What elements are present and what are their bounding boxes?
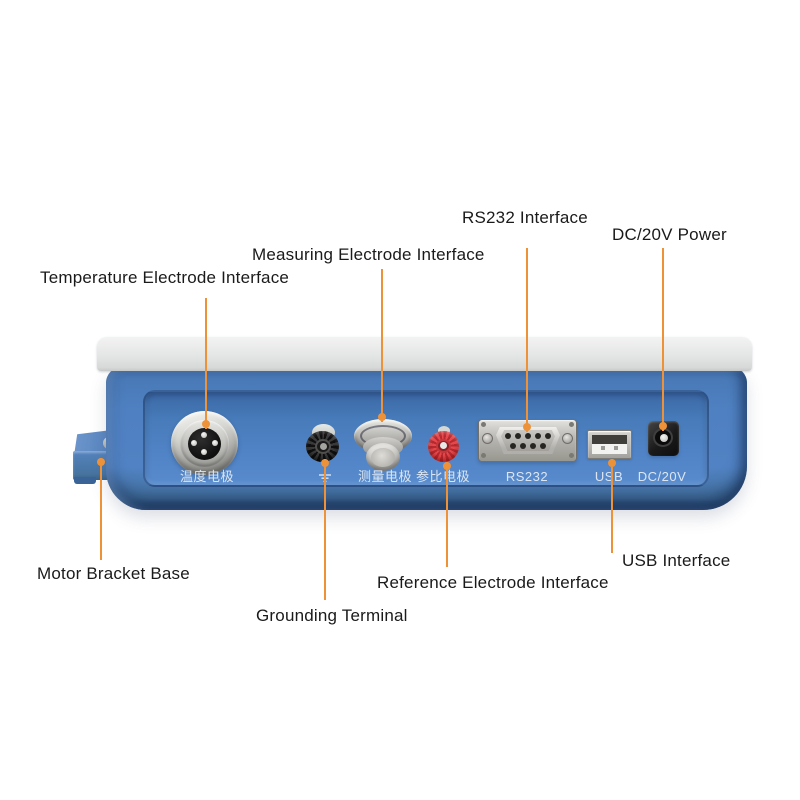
reference-terminal-cap [438,426,450,435]
instrument-top-lid [97,337,752,371]
rs232-pin-hole [540,443,546,449]
rs232-pin-hole [545,433,551,439]
usb-leader-line [608,459,616,553]
panel-label-usb: USB [594,469,624,484]
leader-endpoint-dot [321,459,329,467]
leader-endpoint-dot [97,458,105,466]
leader-endpoint-dot [378,413,386,421]
rs232-pin-hole [515,433,521,439]
motor-bracket-leader-line [97,458,105,560]
rs232-corner-screw [481,422,486,427]
leader-endpoint-dot [608,459,616,467]
reference-terminal-center [440,442,447,449]
measuring-leader-line [378,269,386,422]
connector-pin [212,440,218,446]
rs232-pin-hole [510,443,516,449]
panel-label-rs232: RS232 [505,469,549,484]
panel-label-dc: DC/20V [637,469,687,484]
rs232-pin-hole [525,433,531,439]
grounding-terminal-callout: Grounding Terminal [256,606,408,625]
usb-callout: USB Interface [622,551,731,570]
panel-label-reference: 参比电极 [415,469,471,484]
reference-electrode-callout: Reference Electrode Interface [377,573,609,592]
grounding-leader-line [321,459,329,600]
rs232-callout: RS232 Interface [462,208,588,227]
panel-label-temperature: 温度电极 [179,469,235,484]
temperature-leader-line [202,298,210,429]
dc-power-callout: DC/20V Power [612,225,727,244]
reference-leader-line [443,462,451,567]
rs232-corner-screw [481,453,486,458]
connector-pin [201,449,207,455]
temperature-electrode-callout: Temperature Electrode Interface [40,268,290,287]
leader-endpoint-dot [443,462,451,470]
rs232-pin-hole [530,443,536,449]
connector-pin [201,432,207,438]
usb-contact-notch [614,446,618,450]
rs232-corner-screw [569,422,574,427]
panel-label-measuring: 测量电极 [357,469,413,484]
usb-tongue [592,444,627,454]
rs232-corner-screw [569,453,574,458]
rs232-jack-screw [562,433,573,444]
usb-contact-notch [601,446,605,450]
motor-bracket-callout: Motor Bracket Base [37,564,190,583]
rs232-leader-line [523,248,531,432]
rs232-pin-hole [520,443,526,449]
dc-power-leader-line [659,248,667,431]
rs232-pin-hole [505,433,511,439]
rs232-pin-hole [535,433,541,439]
connector-pin [191,440,197,446]
leader-endpoint-dot [659,422,667,430]
dc-jack-pin [660,434,668,442]
leader-endpoint-dot [523,423,531,431]
measuring-electrode-callout: Measuring Electrode Interface [252,245,485,264]
rs232-jack-screw [482,433,493,444]
grounding-terminal-center [320,443,327,450]
bnc-face [371,448,395,467]
leader-endpoint-dot [202,420,210,428]
motor-bracket-foot [74,477,96,484]
